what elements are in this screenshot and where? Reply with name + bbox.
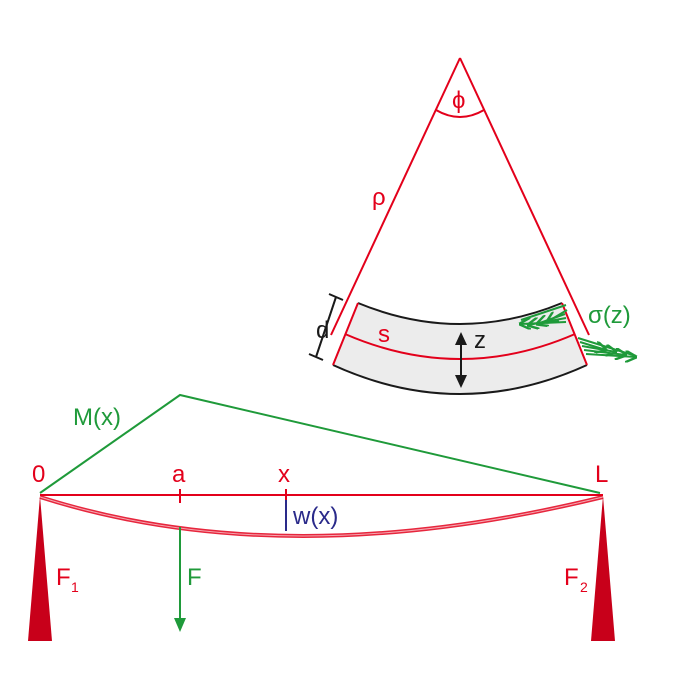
curved-segment [308, 57, 636, 395]
support-right [591, 496, 615, 641]
thickness-dimension [308, 293, 344, 361]
label-force: F [187, 564, 202, 591]
angle-arc [435, 109, 485, 118]
sector-edge-right [459, 57, 590, 336]
label-support-left-sub: 1 [71, 579, 79, 595]
force-arrow [174, 527, 186, 632]
deflected-beam-core [39, 496, 604, 537]
label-z: z [474, 327, 486, 354]
label-sigma: σ(z) [588, 302, 631, 329]
band-bottom-edge [332, 364, 588, 395]
labels: ϕ ρ d s z σ(z) M(x) 0 a x L w(x) F F 1 F… [32, 87, 631, 595]
sector-edge-left [330, 57, 461, 336]
label-phi: ϕ [452, 87, 465, 114]
support-left [28, 496, 52, 641]
band-top-edge [357, 302, 563, 325]
label-support-right: F [564, 564, 579, 591]
label-rho: ρ [372, 184, 386, 211]
label-moment: M(x) [73, 404, 121, 431]
label-a: a [172, 461, 186, 488]
beam-system [28, 393, 615, 641]
label-s: s [378, 321, 390, 348]
z-arrow [455, 332, 467, 388]
stress-arrows [520, 304, 636, 357]
moment-diagram [39, 393, 601, 494]
label-d: d [316, 317, 329, 344]
label-x: x [278, 461, 290, 488]
label-origin: 0 [32, 461, 45, 488]
label-support-right-sub: 2 [580, 579, 588, 595]
label-length: L [595, 461, 608, 488]
label-deflection: w(x) [292, 503, 338, 530]
label-support-left: F [56, 564, 71, 591]
